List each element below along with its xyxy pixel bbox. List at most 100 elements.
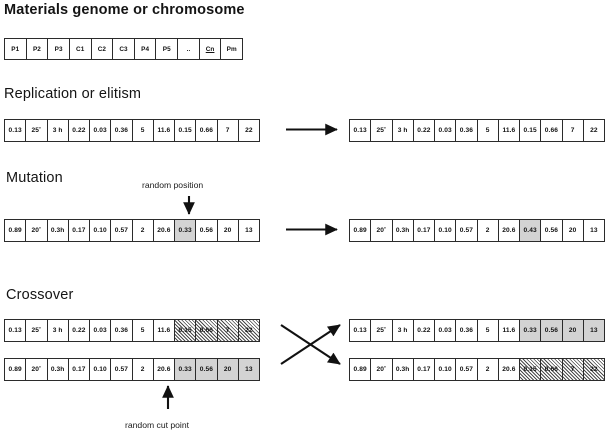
chromosome-gene-cell: 0.66: [196, 120, 218, 141]
chromosome-gene-cell: 0.66: [541, 120, 563, 141]
chromosome-gene-cell: 0.33: [175, 359, 197, 380]
chromosome-gene-cell: 3 h: [392, 320, 414, 341]
chromosome-gene-cell: 11.6: [498, 320, 520, 341]
chromosome-gene-cell: 0.89: [5, 220, 27, 241]
replication-section-title: Replication or elitism: [4, 86, 142, 102]
chromosome-gene-cell: P4: [134, 39, 157, 59]
chromosome-gene-cell: 13: [583, 320, 604, 341]
chromosome-gene-cell: 0.56: [541, 320, 563, 341]
chromosome-gene-cell: 0.15: [520, 359, 542, 380]
crossover-section-title: Crossover: [6, 287, 74, 303]
chromosome-gene-cell: 2: [132, 220, 154, 241]
chromosome-gene-cell: 20: [562, 220, 584, 241]
chromosome-gene-cell: 0.3h: [392, 220, 414, 241]
chromosome-gene-cell: 0.3h: [47, 220, 69, 241]
chromosome-gene-cell: P3: [48, 39, 70, 59]
chromosome-gene-cell: 3 h: [392, 120, 414, 141]
chromosome-gene-cell: 20: [562, 320, 584, 341]
chromosome-gene-cell: 5: [477, 320, 499, 341]
chromosome-gene-cell: 0.36: [456, 320, 478, 341]
chromosome-gene-cell: 0.57: [111, 359, 133, 380]
chromosome-gene-cell: 20.6: [498, 359, 520, 380]
genome-section-title: Materials genome or chromosome: [4, 2, 245, 18]
chromosome-gene-cell: 0.66: [196, 320, 218, 341]
chromosome-gene-cell: 0.22: [68, 320, 90, 341]
chromosome-gene-cell: 3 h: [47, 320, 69, 341]
chromosome-gene-cell: 25˚: [371, 320, 393, 341]
chromosome-gene-cell: 20.6: [498, 220, 520, 241]
chromosome-gene-cell: 2: [477, 220, 499, 241]
crossover-arrow-down: [280, 324, 341, 365]
chromosome-gene-cell: 0.17: [68, 220, 90, 241]
chromosome-gene-cell: 0.22: [413, 320, 435, 341]
mutation-section-title: Mutation: [6, 170, 63, 186]
chromosome-gene-cell: 0.33: [520, 320, 542, 341]
chromosome-gene-cell: 7: [562, 359, 584, 380]
chromosome-gene-cell: C2: [91, 39, 114, 59]
chromosome-gene-cell: 20˚: [371, 220, 393, 241]
chromosome-gene-cell: 0.17: [413, 359, 435, 380]
chromosome-gene-cell: 0.03: [90, 320, 112, 341]
chromosome-gene-cell: Pm: [221, 39, 243, 59]
chromosome-gene-cell: 0.89: [350, 220, 372, 241]
chromosome-gene-cell: 0.56: [196, 359, 218, 380]
chromosome-gene-cell: 5: [132, 320, 154, 341]
crossover-arrow-up: [280, 324, 341, 365]
chromosome-gene-cell: 22: [583, 359, 604, 380]
chromosome-gene-cell: 0.10: [435, 359, 457, 380]
chromosome-gene-cell: P5: [156, 39, 179, 59]
chromosome-gene-cell: 0.33: [175, 220, 197, 241]
chromosome-gene-cell: 0.3h: [392, 359, 414, 380]
chromosome-gene-cell: 0.57: [456, 220, 478, 241]
chromosome-gene-cell: 0.03: [435, 120, 457, 141]
chromosome-gene-cell: 0.57: [111, 220, 133, 241]
chromosome-gene-cell: 0.43: [520, 220, 542, 241]
chromosome-gene-cell: 0.17: [68, 359, 90, 380]
chromosome-gene-cell: 0.15: [175, 120, 197, 141]
chromosome-gene-cell: 0.57: [456, 359, 478, 380]
chromosome-gene-cell: 3 h: [47, 120, 69, 141]
chromosome-gene-cell: 22: [238, 120, 259, 141]
chromosome-gene-cell: 0.10: [435, 220, 457, 241]
chromosome-gene-cell: 13: [238, 359, 259, 380]
chromosome-gene-cell: 7: [217, 320, 239, 341]
chromosome-gene-cell: 7: [217, 120, 239, 141]
chromosome-gene-cell: 25˚: [26, 120, 48, 141]
chromosome-gene-cell: 11.6: [153, 320, 175, 341]
chromosome-gene-cell: C3: [113, 39, 135, 59]
chromosome-gene-cell: 25˚: [26, 320, 48, 341]
chromosome-gene-cell: 25˚: [371, 120, 393, 141]
chromosome-gene-cell: 0.15: [175, 320, 197, 341]
chromosome-gene-cell: 7: [562, 120, 584, 141]
chromosome-gene-cell: 0.15: [520, 120, 542, 141]
chromosome-gene-cell: P1: [5, 39, 27, 59]
chromosome-gene-cell: 20: [217, 220, 239, 241]
chromosome-gene-cell: 0.03: [90, 120, 112, 141]
chromosome-gene-cell: 0.36: [111, 320, 133, 341]
chromosome-gene-cell: C1: [69, 39, 92, 59]
chromosome-gene-cell: 0.17: [413, 220, 435, 241]
chromosome-gene-cell: 20˚: [26, 220, 48, 241]
chromosome-gene-cell: 13: [583, 220, 604, 241]
chromosome-gene-cell: ..: [178, 39, 200, 59]
chromosome-gene-cell: 0.13: [350, 120, 372, 141]
chromosome-gene-cell: 0.03: [435, 320, 457, 341]
chromosome-gene-cell: Cn: [199, 39, 222, 59]
chromosome-gene-cell: 2: [477, 359, 499, 380]
chromosome-gene-cell: 0.10: [90, 359, 112, 380]
chromosome-gene-cell: 0.56: [196, 220, 218, 241]
chromosome-gene-cell: 20: [217, 359, 239, 380]
chromosome-gene-cell: 0.22: [68, 120, 90, 141]
chromosome-gene-cell: 22: [238, 320, 259, 341]
chromosome-gene-cell: 20.6: [153, 359, 175, 380]
chromosome-gene-cell: 0.36: [456, 120, 478, 141]
